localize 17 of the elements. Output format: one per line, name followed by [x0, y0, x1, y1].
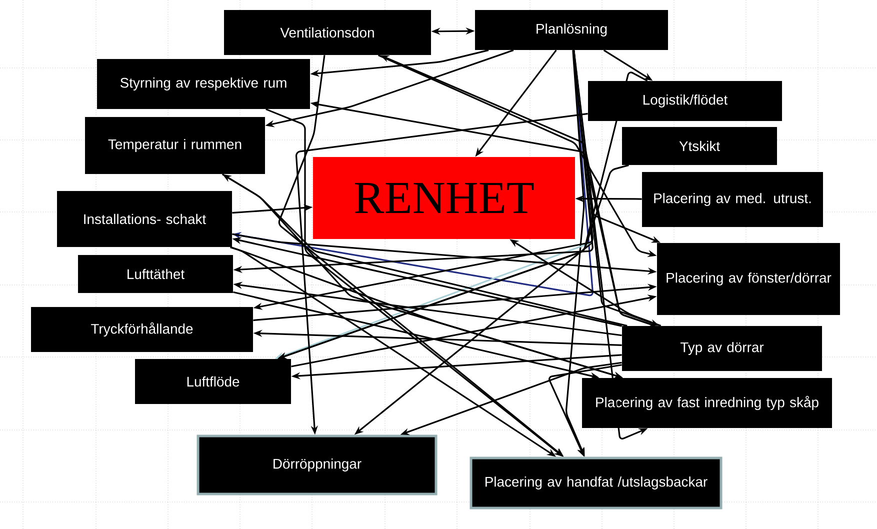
label-box: Placering av handfat /utslagsbackar: [470, 456, 722, 510]
label-box: Typ av dörrar: [622, 326, 822, 371]
label-box: Lufttäthet: [78, 254, 233, 293]
label-box: Planlösning: [475, 10, 668, 50]
label-box: Logistik/flödet: [588, 80, 782, 121]
label-box: Placering av fönster/dörrar: [657, 242, 840, 315]
label-box: Tryckförhållande: [31, 306, 253, 352]
label-box: Ytskikt: [622, 126, 778, 165]
label-box: Dörröppningar: [196, 434, 438, 496]
label-box: Placering av fast inredning typ skåp: [582, 378, 832, 428]
label-box: Temperatur i rummen: [85, 116, 265, 174]
central-box: RENHET: [313, 156, 575, 239]
label-box: Luftflöde: [135, 358, 291, 404]
label-box: Styrning av respektive rum: [97, 58, 310, 109]
label-box: Ventilationsdon: [224, 10, 431, 55]
label-box: Placering av med. utrust.: [642, 172, 824, 227]
label-box: Installations- schakt: [57, 190, 232, 247]
